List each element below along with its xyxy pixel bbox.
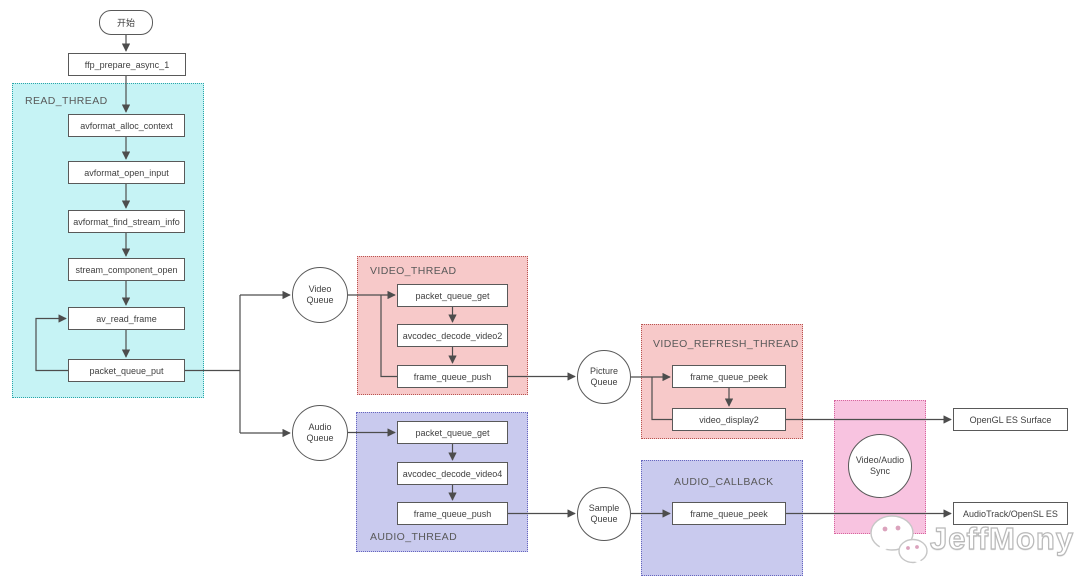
connector-refresh-branch <box>651 377 672 421</box>
node-video-display2: video_display2 <box>672 408 786 431</box>
node-video-packet-queue-get: packet_queue_get <box>397 284 508 307</box>
node-avformat-open-input: avformat_open_input <box>68 161 185 184</box>
node-avformat-find-stream-info: avformat_find_stream_info <box>68 210 185 233</box>
node-video-frame-queue-push: frame_queue_push <box>397 365 508 388</box>
watermark: JeffMony <box>868 512 1074 566</box>
node-ffp-prepare-async: ffp_prepare_async_1 <box>68 53 186 76</box>
node-audio-frame-queue-peek: frame_queue_peek <box>672 502 786 525</box>
connector-videothread-loop <box>380 295 397 378</box>
video-refresh-thread-label: VIDEO_REFRESH_THREAD <box>653 338 799 350</box>
node-video-frame-queue-peek: frame_queue_peek <box>672 365 786 388</box>
connector-queueput-loop-readframe <box>35 314 68 372</box>
node-audio-packet-queue-get: packet_queue_get <box>397 421 508 444</box>
node-avcodec-decode-video2: avcodec_decode_video2 <box>397 324 508 347</box>
video-audio-sync-circle: Video/Audio Sync <box>848 434 912 498</box>
video-thread-label: VIDEO_THREAD <box>370 265 457 277</box>
watermark-text: JeffMony <box>929 520 1075 556</box>
picture-queue-circle: Picture Queue <box>577 350 631 404</box>
node-audiotrack-opensl-es: AudioTrack/OpenSL ES <box>953 502 1068 525</box>
read-thread-label: READ_THREAD <box>25 95 108 107</box>
wechat-icon <box>870 515 928 565</box>
audio-callback-label: AUDIO_CALLBACK <box>674 476 774 488</box>
node-packet-queue-put: packet_queue_put <box>68 359 185 382</box>
node-avformat-alloc-context: avformat_alloc_context <box>68 114 185 137</box>
sample-queue-circle: Sample Queue <box>577 487 631 541</box>
node-avcodec-decode-video4: avcodec_decode_video4 <box>397 462 508 485</box>
video-queue-circle: Video Queue <box>292 267 348 323</box>
audio-queue-circle: Audio Queue <box>292 405 348 461</box>
audio-thread-label: AUDIO_THREAD <box>370 531 458 543</box>
node-audio-frame-queue-push: frame_queue_push <box>397 502 508 525</box>
node-opengl-es-surface: OpenGL ES Surface <box>953 408 1068 431</box>
node-stream-component-open: stream_component_open <box>68 258 185 281</box>
node-av-read-frame: av_read_frame <box>68 307 185 330</box>
start-terminator: 开始 <box>99 10 153 35</box>
